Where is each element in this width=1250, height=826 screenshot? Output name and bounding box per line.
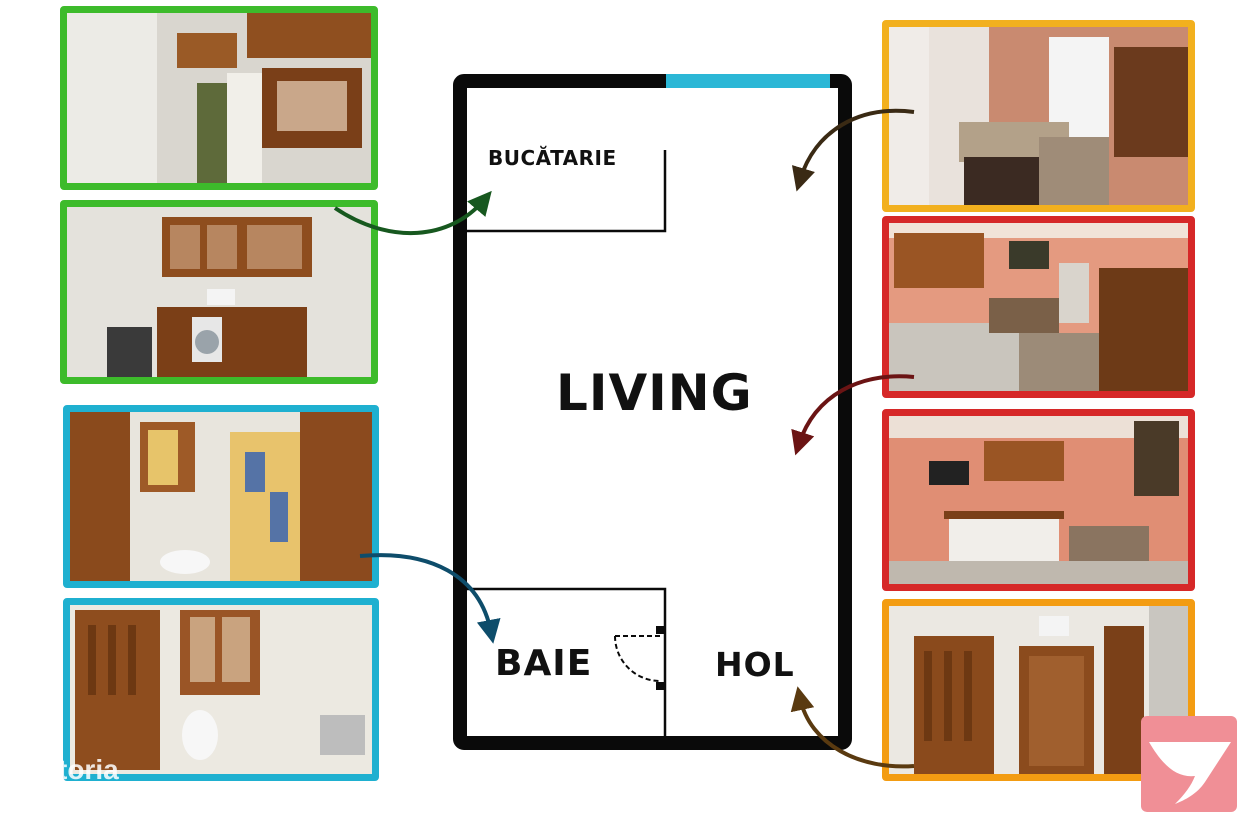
bathroom-partition	[467, 587, 667, 736]
arrow-kitchen	[333, 190, 492, 235]
living-photo-top	[882, 20, 1195, 212]
arrow-hall	[790, 686, 915, 769]
living-photo-2	[882, 409, 1195, 591]
arrow-bathroom	[359, 553, 501, 644]
hall-label: HOL	[715, 645, 795, 684]
outer-wall	[453, 74, 852, 750]
kitchen-label: BUCĂTARIE	[488, 146, 617, 170]
kitchen-photo-1	[60, 6, 378, 190]
bathroom-photo-1	[63, 405, 379, 588]
living-photo-1	[882, 216, 1195, 398]
kitchen-partition	[467, 150, 667, 233]
arrow-living-top	[791, 108, 915, 192]
bathroom-photo-2	[63, 598, 379, 781]
kitchen-photo-2	[60, 200, 378, 384]
arrow-living	[791, 374, 915, 456]
logo-icon	[1141, 716, 1237, 812]
watermark-text: toria	[58, 754, 119, 785]
living-label: LIVING	[556, 364, 753, 422]
bathroom-label: BAIE	[495, 643, 593, 684]
door-swing-icon	[614, 626, 664, 690]
